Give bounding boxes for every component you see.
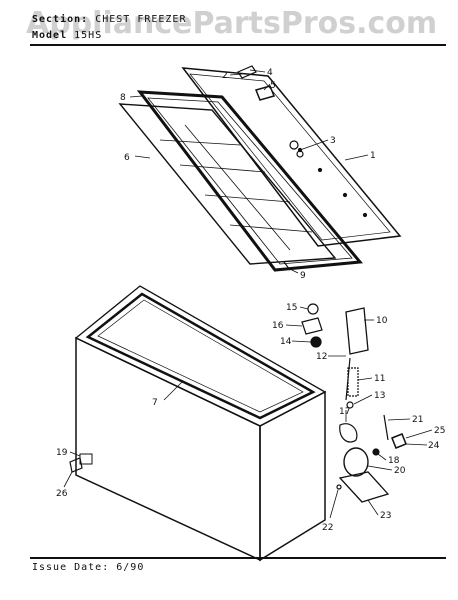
model-header: Model 15HS	[32, 30, 102, 41]
section-label: Section:	[32, 14, 89, 25]
callout-25: 25	[434, 426, 445, 436]
callout-1: 1	[370, 151, 376, 161]
callout-23: 23	[380, 511, 391, 521]
lid-hardware	[237, 65, 304, 271]
callout-14: 14	[280, 337, 292, 347]
callout-26: 26	[56, 489, 68, 499]
callout-6: 6	[124, 153, 130, 163]
hinge-and-controls	[301, 303, 407, 503]
callout-18: 18	[388, 456, 400, 466]
callout-10: 10	[376, 316, 388, 326]
callout-24: 24	[428, 441, 440, 451]
section-header: Section: CHEST FREEZER	[32, 14, 186, 25]
lid-liner	[118, 103, 337, 265]
model-value: 15HS	[74, 30, 103, 41]
callout-3: 3	[330, 136, 336, 146]
callout-21: 21	[412, 415, 423, 425]
callout-12: 12	[316, 352, 327, 362]
callout-5: 5	[270, 81, 276, 91]
lid-panel	[181, 67, 402, 247]
lid-gasket	[136, 90, 363, 272]
issue-date: Issue Date: 6/90	[32, 562, 144, 573]
callout-8: 8	[120, 93, 126, 103]
callout-labels: 1 2 3 4 5 6 7 8 9 10 11 12 13 14 15 16 1…	[56, 68, 445, 533]
callout-20: 20	[394, 466, 406, 476]
issue-date-label: Issue Date:	[32, 562, 110, 573]
leader-lines	[63, 69, 433, 519]
watermark: AppliancePartsPros.com	[26, 6, 438, 41]
callout-9: 9	[300, 271, 306, 281]
model-label: Model	[32, 30, 68, 41]
callout-22: 22	[322, 523, 333, 533]
callout-16: 16	[272, 321, 284, 331]
callout-15: 15	[286, 303, 297, 313]
callout-17: 17	[339, 407, 350, 417]
header-rule	[30, 44, 446, 46]
callout-2: 2	[222, 71, 228, 81]
freezer-cabinet	[69, 285, 327, 562]
callout-7: 7	[152, 398, 158, 408]
callout-11: 11	[374, 374, 385, 384]
section-value: CHEST FREEZER	[95, 14, 187, 25]
callout-19: 19	[56, 448, 68, 458]
callout-4: 4	[267, 68, 273, 78]
callout-13: 13	[374, 391, 385, 401]
issue-date-value: 6/90	[116, 562, 145, 573]
footer-rule	[30, 557, 446, 559]
